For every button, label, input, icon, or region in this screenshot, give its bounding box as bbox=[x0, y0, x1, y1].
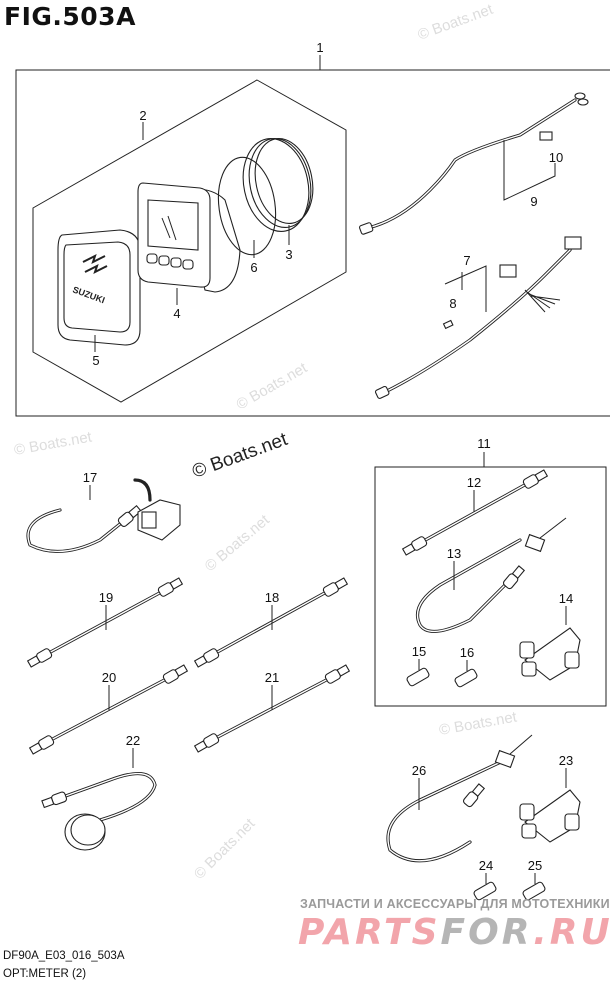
callout-13: 13 bbox=[447, 546, 461, 561]
watermark-boats: © Boats.net bbox=[202, 511, 274, 575]
callout-2: 2 bbox=[139, 108, 146, 123]
callout-1: 1 bbox=[316, 40, 323, 55]
connector-icon bbox=[502, 565, 526, 590]
connector-icon bbox=[322, 577, 349, 597]
watermark-boats: © Boats.net bbox=[13, 428, 94, 459]
cable-part-19 bbox=[26, 577, 184, 668]
connector-icon bbox=[162, 664, 189, 684]
connector-icon bbox=[28, 735, 55, 755]
sensor-module-part-17 bbox=[133, 478, 181, 541]
gateway-module-part-26 bbox=[494, 734, 533, 769]
callout-10: 10 bbox=[549, 150, 563, 165]
callout-25: 25 bbox=[528, 858, 542, 873]
figure-code: DF90A_E03_016_503A bbox=[3, 950, 125, 962]
shop-watermark-text: ЗАПЧАСТИ И АКСЕССУАРЫ ДЛЯ МОТОТЕХНИКИ bbox=[300, 897, 610, 911]
callout-11: 11 bbox=[477, 436, 491, 451]
watermark-boats: © Boats.net bbox=[191, 815, 259, 883]
callout-14: 14 bbox=[559, 591, 573, 606]
nut-part-3 bbox=[242, 137, 314, 233]
terminator-part-24 bbox=[473, 881, 497, 901]
harness-part-7 bbox=[374, 236, 582, 399]
leader-7 bbox=[444, 265, 487, 312]
figure-title: FIG.503A bbox=[4, 2, 136, 31]
assembly-box-1 bbox=[15, 69, 610, 417]
cable-part-13 bbox=[415, 538, 526, 633]
callout-5: 5 bbox=[92, 353, 99, 368]
connector-icon bbox=[401, 536, 428, 556]
watermark-boats: © Boats.net bbox=[416, 1, 496, 44]
callout-22: 22 bbox=[126, 733, 140, 748]
meter-cover-part-5: SUZUKI bbox=[57, 229, 141, 346]
callout-12: 12 bbox=[467, 475, 481, 490]
t-connector-part-23 bbox=[519, 789, 581, 843]
cable-part-22 bbox=[41, 772, 157, 822]
callout-23: 23 bbox=[559, 753, 573, 768]
boats-watermarks: © Boats.net © Boats.net © Boats.net © Bo… bbox=[13, 1, 519, 883]
connector-icon bbox=[193, 648, 220, 668]
callout-9: 9 bbox=[530, 194, 537, 209]
logo-part-c: .RU bbox=[533, 912, 610, 953]
callout-6: 6 bbox=[250, 260, 257, 275]
callout-15: 15 bbox=[412, 644, 426, 659]
terminator-part-25 bbox=[522, 881, 546, 901]
connector-icon bbox=[193, 733, 220, 753]
watermark-boats: © Boats.net bbox=[234, 359, 311, 413]
callout-16: 16 bbox=[460, 645, 474, 660]
callout-20: 20 bbox=[102, 670, 116, 685]
assembly-box-11 bbox=[374, 466, 607, 707]
connector-icon bbox=[117, 504, 142, 528]
callout-4: 4 bbox=[173, 306, 180, 321]
meter-part-4 bbox=[137, 182, 241, 293]
cable-part-26 bbox=[386, 758, 507, 863]
cable-part-12 bbox=[401, 469, 549, 556]
connector-icon bbox=[324, 664, 351, 684]
connector-icon bbox=[462, 783, 486, 808]
connector-icon bbox=[522, 469, 549, 489]
leader-9-10 bbox=[503, 140, 556, 201]
callout-21: 21 bbox=[265, 670, 279, 685]
callout-17: 17 bbox=[83, 470, 97, 485]
gps-antenna-part-22 bbox=[64, 813, 106, 851]
connector-icon bbox=[41, 791, 68, 809]
screw-part-8 bbox=[442, 319, 454, 330]
cable-part-17 bbox=[26, 504, 142, 554]
watermark-boats-dark: © Boats.net bbox=[190, 429, 291, 483]
connector-icon bbox=[157, 577, 184, 597]
figure-subtitle: OPT:METER (2) bbox=[3, 968, 87, 980]
logo-part-a: PARTS bbox=[298, 912, 441, 953]
callout-labels: 1 2 3 4 5 6 7 8 9 10 11 12 13 14 15 16 1… bbox=[83, 40, 573, 873]
gateway-module-part-13 bbox=[524, 517, 567, 553]
callout-7: 7 bbox=[463, 253, 470, 268]
cable-part-18 bbox=[193, 577, 349, 668]
callout-18: 18 bbox=[265, 590, 279, 605]
logo-part-b: FOR bbox=[440, 912, 534, 953]
harness-part-9 bbox=[359, 92, 589, 235]
callout-3: 3 bbox=[285, 247, 292, 262]
watermark-boats: © Boats.net bbox=[438, 708, 519, 739]
terminator-part-16 bbox=[454, 668, 478, 688]
terminator-part-15 bbox=[406, 667, 430, 687]
connector-icon bbox=[26, 648, 53, 668]
callout-24: 24 bbox=[479, 858, 493, 873]
callout-26: 26 bbox=[412, 763, 426, 778]
callout-8: 8 bbox=[449, 296, 456, 311]
callout-19: 19 bbox=[99, 590, 113, 605]
shop-watermark-logo: PARTSFOR.RU bbox=[298, 912, 610, 953]
t-connector-part-14 bbox=[519, 627, 581, 681]
assembly-box-2 bbox=[32, 79, 347, 403]
